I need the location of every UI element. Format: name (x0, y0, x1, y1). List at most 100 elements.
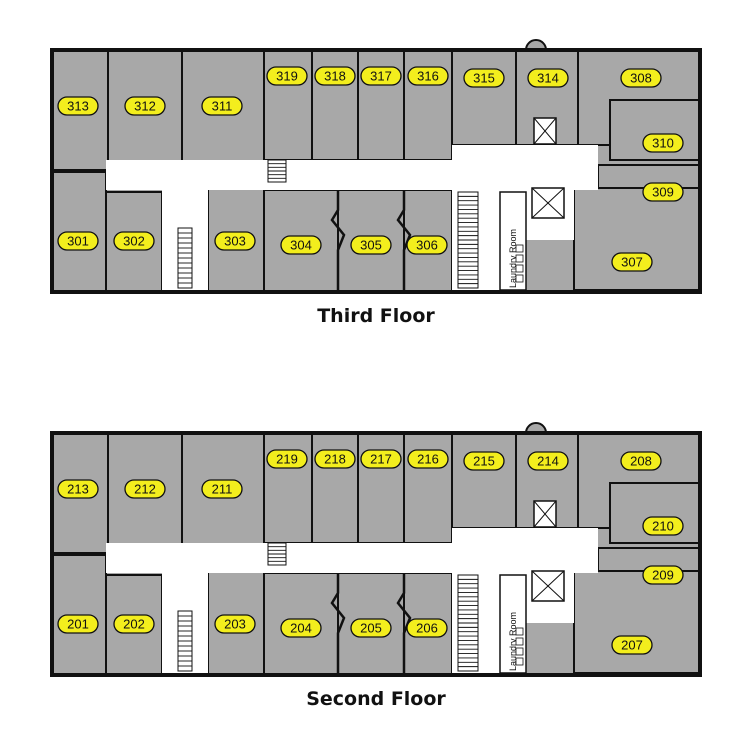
room-label-pill (280, 618, 322, 638)
room-number: 205 (360, 621, 382, 636)
room-label-203: 203 (214, 614, 256, 634)
zigzag-wall (396, 190, 412, 292)
room-number: 301 (67, 234, 89, 249)
room-label-307: 307 (611, 252, 653, 272)
washer-icon (515, 657, 524, 666)
room-label-pill (201, 479, 243, 499)
room-label-309: 309 (642, 182, 684, 202)
room-label-211: 211 (201, 479, 243, 499)
room-number: 207 (621, 638, 643, 653)
laundry-room-label: Laundry Room (508, 229, 518, 288)
room-label-pill (266, 449, 308, 469)
room-label-216: 216 (407, 449, 449, 469)
small-stairs-icon (267, 542, 287, 566)
laundry-room[interactable] (499, 191, 527, 291)
washer-icon (515, 254, 524, 263)
room-label-pill (57, 96, 99, 116)
room-label-319: 319 (266, 66, 308, 86)
floor-title: Third Floor (317, 305, 435, 327)
room-number: 316 (417, 69, 439, 84)
room-label-308: 308 (620, 68, 662, 88)
room-label-pill (350, 235, 392, 255)
room-label-pill (642, 182, 684, 202)
washer-icon (515, 647, 524, 656)
room-label-310: 310 (642, 133, 684, 153)
room-number: 318 (324, 69, 346, 84)
room-label-311: 311 (201, 96, 243, 116)
room-number: 213 (67, 482, 89, 497)
room-label-201: 201 (57, 614, 99, 634)
room-label-304: 304 (280, 235, 322, 255)
room-number: 215 (473, 454, 495, 469)
room-207[interactable] (573, 570, 701, 674)
washer-icon (515, 244, 524, 253)
room-number: 306 (416, 238, 438, 253)
room-number: 216 (417, 452, 439, 467)
room-label-214: 214 (527, 451, 569, 471)
room-label-303: 303 (214, 231, 256, 251)
small-stairs-icon (267, 159, 287, 183)
room-number: 214 (537, 454, 559, 469)
room-307[interactable] (573, 187, 701, 291)
room-number: 304 (290, 238, 312, 253)
room-label-pill (350, 618, 392, 638)
washer-icon (515, 627, 524, 636)
room-label-301: 301 (57, 231, 99, 251)
washer-icon (515, 637, 524, 646)
room-label-213: 213 (57, 479, 99, 499)
room-label-pill (214, 231, 256, 251)
room-214[interactable] (515, 432, 579, 529)
building-outline (50, 48, 702, 294)
room-label-318: 318 (314, 66, 356, 86)
room-315[interactable] (451, 49, 517, 146)
room-label-212: 212 (124, 479, 166, 499)
room-number: 314 (537, 71, 559, 86)
west-stairs-icon (177, 227, 193, 289)
room-number: 208 (630, 454, 652, 469)
room-label-206: 206 (406, 618, 448, 638)
room-number: 209 (652, 568, 674, 583)
room-number: 313 (67, 99, 89, 114)
room-number: 312 (134, 99, 156, 114)
room-label-219: 219 (266, 449, 308, 469)
west-stairs-icon (177, 610, 193, 672)
east-stairs-icon (457, 574, 479, 672)
room-label-313: 313 (57, 96, 99, 116)
room-label-pill (642, 133, 684, 153)
room-label-pill (360, 449, 402, 469)
zigzag-wall (330, 573, 346, 675)
room-number: 305 (360, 238, 382, 253)
zigzag-wall (396, 573, 412, 675)
room-number: 303 (224, 234, 246, 249)
laundry-room[interactable] (499, 574, 527, 674)
room-label-pill (463, 68, 505, 88)
room-number: 204 (290, 621, 312, 636)
room-label-pill (266, 66, 308, 86)
room-number: 309 (652, 185, 674, 200)
room-label-305: 305 (350, 235, 392, 255)
room-number: 308 (630, 71, 652, 86)
room-label-205: 205 (350, 618, 392, 638)
room-215[interactable] (451, 432, 517, 529)
room-number: 202 (123, 617, 145, 632)
room-label-306: 306 (406, 235, 448, 255)
room-number: 203 (224, 617, 246, 632)
room-number: 211 (212, 482, 233, 497)
room-number: 307 (621, 255, 643, 270)
room-label-pill (280, 235, 322, 255)
washer-icon (515, 264, 524, 273)
room-number: 219 (276, 452, 298, 467)
room-label-pill (214, 614, 256, 634)
building-outline (50, 431, 702, 677)
room-label-pill (124, 96, 166, 116)
room-label-pill (407, 66, 449, 86)
room-label-pill (314, 449, 356, 469)
room-label-pill (642, 565, 684, 585)
room-label-pill (57, 231, 99, 251)
zigzag-wall (330, 190, 346, 292)
room-label-pill (314, 66, 356, 86)
room-label-202: 202 (113, 614, 155, 634)
room-number: 319 (276, 69, 298, 84)
room-label-pill (360, 66, 402, 86)
